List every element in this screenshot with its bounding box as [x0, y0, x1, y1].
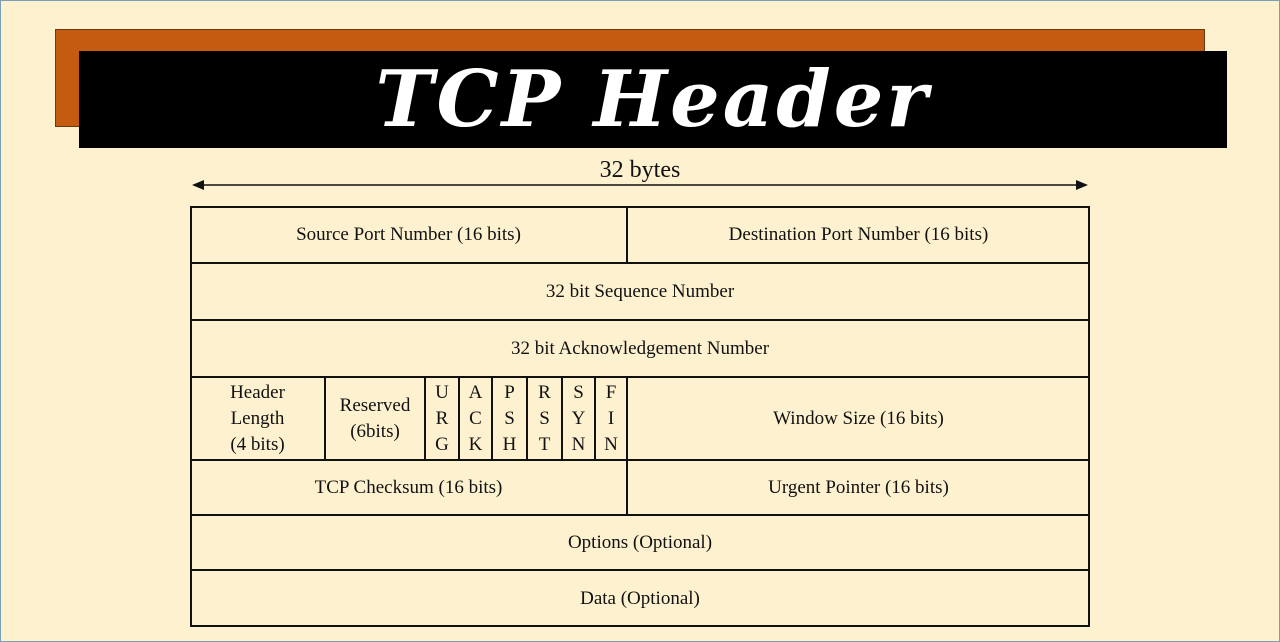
field-header-length: Header Length (4 bits): [190, 377, 325, 460]
flag-psh: P S H: [492, 377, 527, 460]
flag-letter: R: [435, 407, 449, 429]
field-urgent-pointer: Urgent Pointer (16 bits): [768, 477, 949, 498]
title-bar: TCP Header: [79, 51, 1227, 148]
flag-letter: S: [539, 407, 550, 429]
field-window-size: Window Size (16 bits): [773, 408, 944, 429]
slide-title: TCP Header: [375, 53, 931, 145]
flag-letter: K: [468, 433, 483, 455]
field-options: Options (Optional): [567, 532, 713, 553]
header-length-line: (4 bits): [230, 433, 285, 455]
flag-letter: G: [435, 433, 449, 455]
flag-letter: Y: [571, 407, 586, 429]
flag-letter: H: [502, 433, 517, 455]
flag-letter: R: [538, 381, 551, 403]
flag-letter: S: [573, 381, 584, 403]
flag-fin: F I N: [595, 377, 627, 460]
flag-letter: N: [571, 433, 586, 455]
flag-letter: N: [604, 433, 618, 455]
diagram-grid-lines: [190, 206, 1090, 627]
field-checksum: TCP Checksum (16 bits): [314, 477, 503, 498]
reserved-line: Reserved: [339, 394, 411, 416]
flag-letter: T: [538, 433, 551, 455]
flag-letter: I: [607, 407, 615, 429]
width-label: 32 bytes: [599, 157, 681, 183]
flag-rst: R S T: [527, 377, 562, 460]
header-length-line: Header: [230, 381, 285, 403]
flag-letter: A: [468, 381, 483, 403]
flag-syn: S Y N: [562, 377, 595, 460]
field-data: Data (Optional): [580, 588, 700, 609]
flag-letter: C: [469, 407, 482, 429]
flag-letter: U: [435, 381, 449, 403]
flag-letter: S: [504, 407, 515, 429]
field-reserved: Reserved (6bits): [325, 377, 425, 460]
field-destination-port: Destination Port Number (16 bits): [728, 224, 989, 245]
reserved-line: (6bits): [350, 420, 400, 442]
width-arrow: [192, 180, 1088, 190]
field-acknowledgement-number: 32 bit Acknowledgement Number: [510, 338, 770, 359]
flag-letter: P: [504, 381, 515, 403]
flag-ack: A C K: [459, 377, 492, 460]
flag-letter: F: [605, 381, 617, 403]
field-sequence-number: 32 bit Sequence Number: [545, 281, 735, 302]
flag-urg: U R G: [425, 377, 459, 460]
tcp-header-diagram: Source Port Number (16 bits) Destination…: [190, 206, 1090, 627]
field-source-port: Source Port Number (16 bits): [296, 224, 521, 245]
header-length-line: Length: [230, 407, 285, 429]
